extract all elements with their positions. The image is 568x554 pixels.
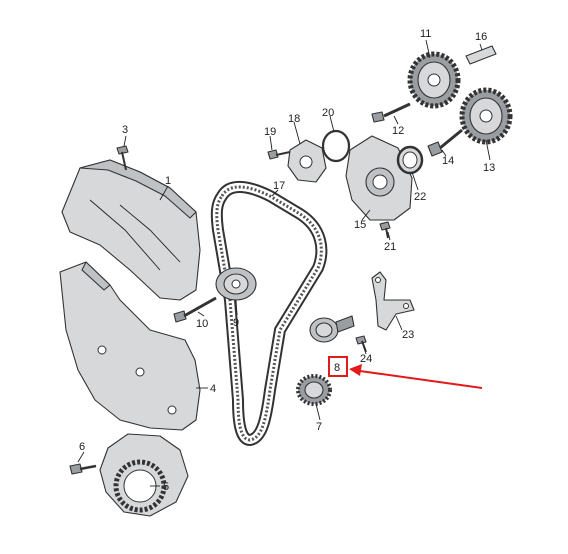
callout-22: 22: [414, 191, 426, 203]
highlight-box: [328, 356, 348, 377]
callout-19: 19: [264, 126, 276, 138]
lower-timing-cover: [59, 261, 201, 431]
upper-timing-cover: [61, 159, 201, 301]
bracket-23: [371, 271, 415, 331]
callout-20: 20: [322, 107, 334, 119]
bolt-6: [69, 463, 97, 475]
callout-17: 17: [273, 180, 285, 192]
bolt-3: [116, 145, 129, 171]
toothed-pulley-7: [296, 374, 332, 406]
leader-lines: [77, 39, 491, 487]
camshaft-sprocket-13: [459, 87, 513, 145]
callout-23: 23: [402, 329, 414, 341]
callout-24: 24: [360, 353, 372, 365]
callout-7: 7: [316, 421, 322, 433]
camshaft-housing-15: [345, 135, 413, 221]
bolt-19: [267, 149, 291, 160]
callout-1: 1: [165, 175, 171, 187]
callout-21: 21: [384, 241, 396, 253]
timing-belt: [210, 181, 328, 447]
callout-12: 12: [392, 125, 404, 137]
camshaft-sprocket-11: [407, 51, 461, 109]
callout-18: 18: [288, 113, 300, 125]
callout-9: 9: [233, 317, 239, 329]
pin-16: [465, 45, 497, 65]
bolt-14: [427, 128, 463, 157]
bolt-21: [379, 221, 391, 239]
bolt-10: [173, 296, 217, 323]
callout-11: 11: [420, 28, 431, 40]
callout-6: 6: [79, 441, 85, 453]
highlight-arrow-shaft: [359, 370, 483, 389]
idler-roller-9: [215, 267, 257, 301]
highlight-arrow-head: [349, 364, 362, 376]
callout-16: 16: [475, 31, 487, 43]
o-ring-20: [321, 129, 351, 163]
highlight-marker: [328, 356, 483, 389]
callout-10: 10: [196, 318, 208, 330]
callout-5: 5: [163, 481, 169, 493]
rear-cover-5: [99, 433, 189, 517]
callout-8: 8: [334, 362, 340, 374]
callout-4: 4: [210, 383, 216, 395]
sprocket-18: [287, 139, 327, 183]
callout-13: 13: [483, 162, 495, 174]
callout-15: 15: [354, 219, 366, 231]
bolt-12: [371, 102, 411, 123]
callout-3: 3: [122, 124, 128, 136]
callout-14: 14: [442, 155, 454, 167]
seal-22: [396, 145, 424, 175]
tensioner-roller-8: [309, 315, 355, 343]
callout-labels: 1 3 4 5 6 7 8 9 10 11 12 13 14 15 16 17 …: [79, 28, 495, 493]
